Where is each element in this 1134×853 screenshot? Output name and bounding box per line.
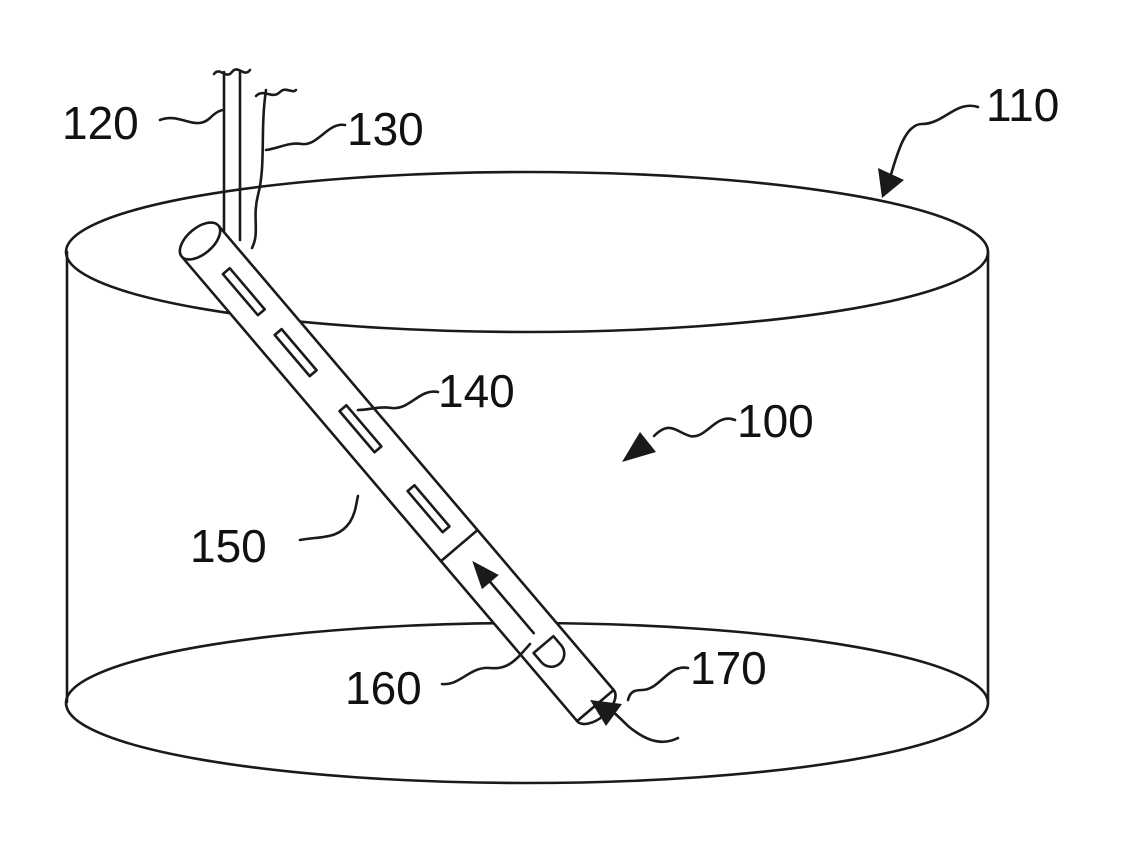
leader-110: [890, 106, 978, 178]
leader-130: [266, 125, 345, 150]
label-150: 150: [190, 520, 267, 572]
reference-labels: 110 120 130 140 100 150 170 160: [62, 79, 1059, 714]
leader-120: [160, 110, 224, 123]
label-110: 110: [986, 79, 1059, 131]
label-160: 160: [345, 662, 422, 714]
label-100: 100: [737, 395, 814, 447]
wire-break-mark: [214, 69, 250, 74]
leader-170: [628, 668, 688, 700]
leader-150: [300, 496, 358, 540]
wire-130-break-mark: [256, 90, 296, 96]
leader-100: [654, 419, 735, 437]
wire-130: [252, 90, 266, 248]
leader-100-arrowhead: [622, 432, 656, 462]
label-130: 130: [347, 103, 424, 155]
inflow-arrow: [608, 708, 678, 742]
label-140: 140: [438, 365, 515, 417]
probe-tube: [173, 216, 622, 731]
label-120: 120: [62, 97, 139, 149]
wires: [214, 69, 296, 248]
label-170: 170: [690, 642, 767, 694]
